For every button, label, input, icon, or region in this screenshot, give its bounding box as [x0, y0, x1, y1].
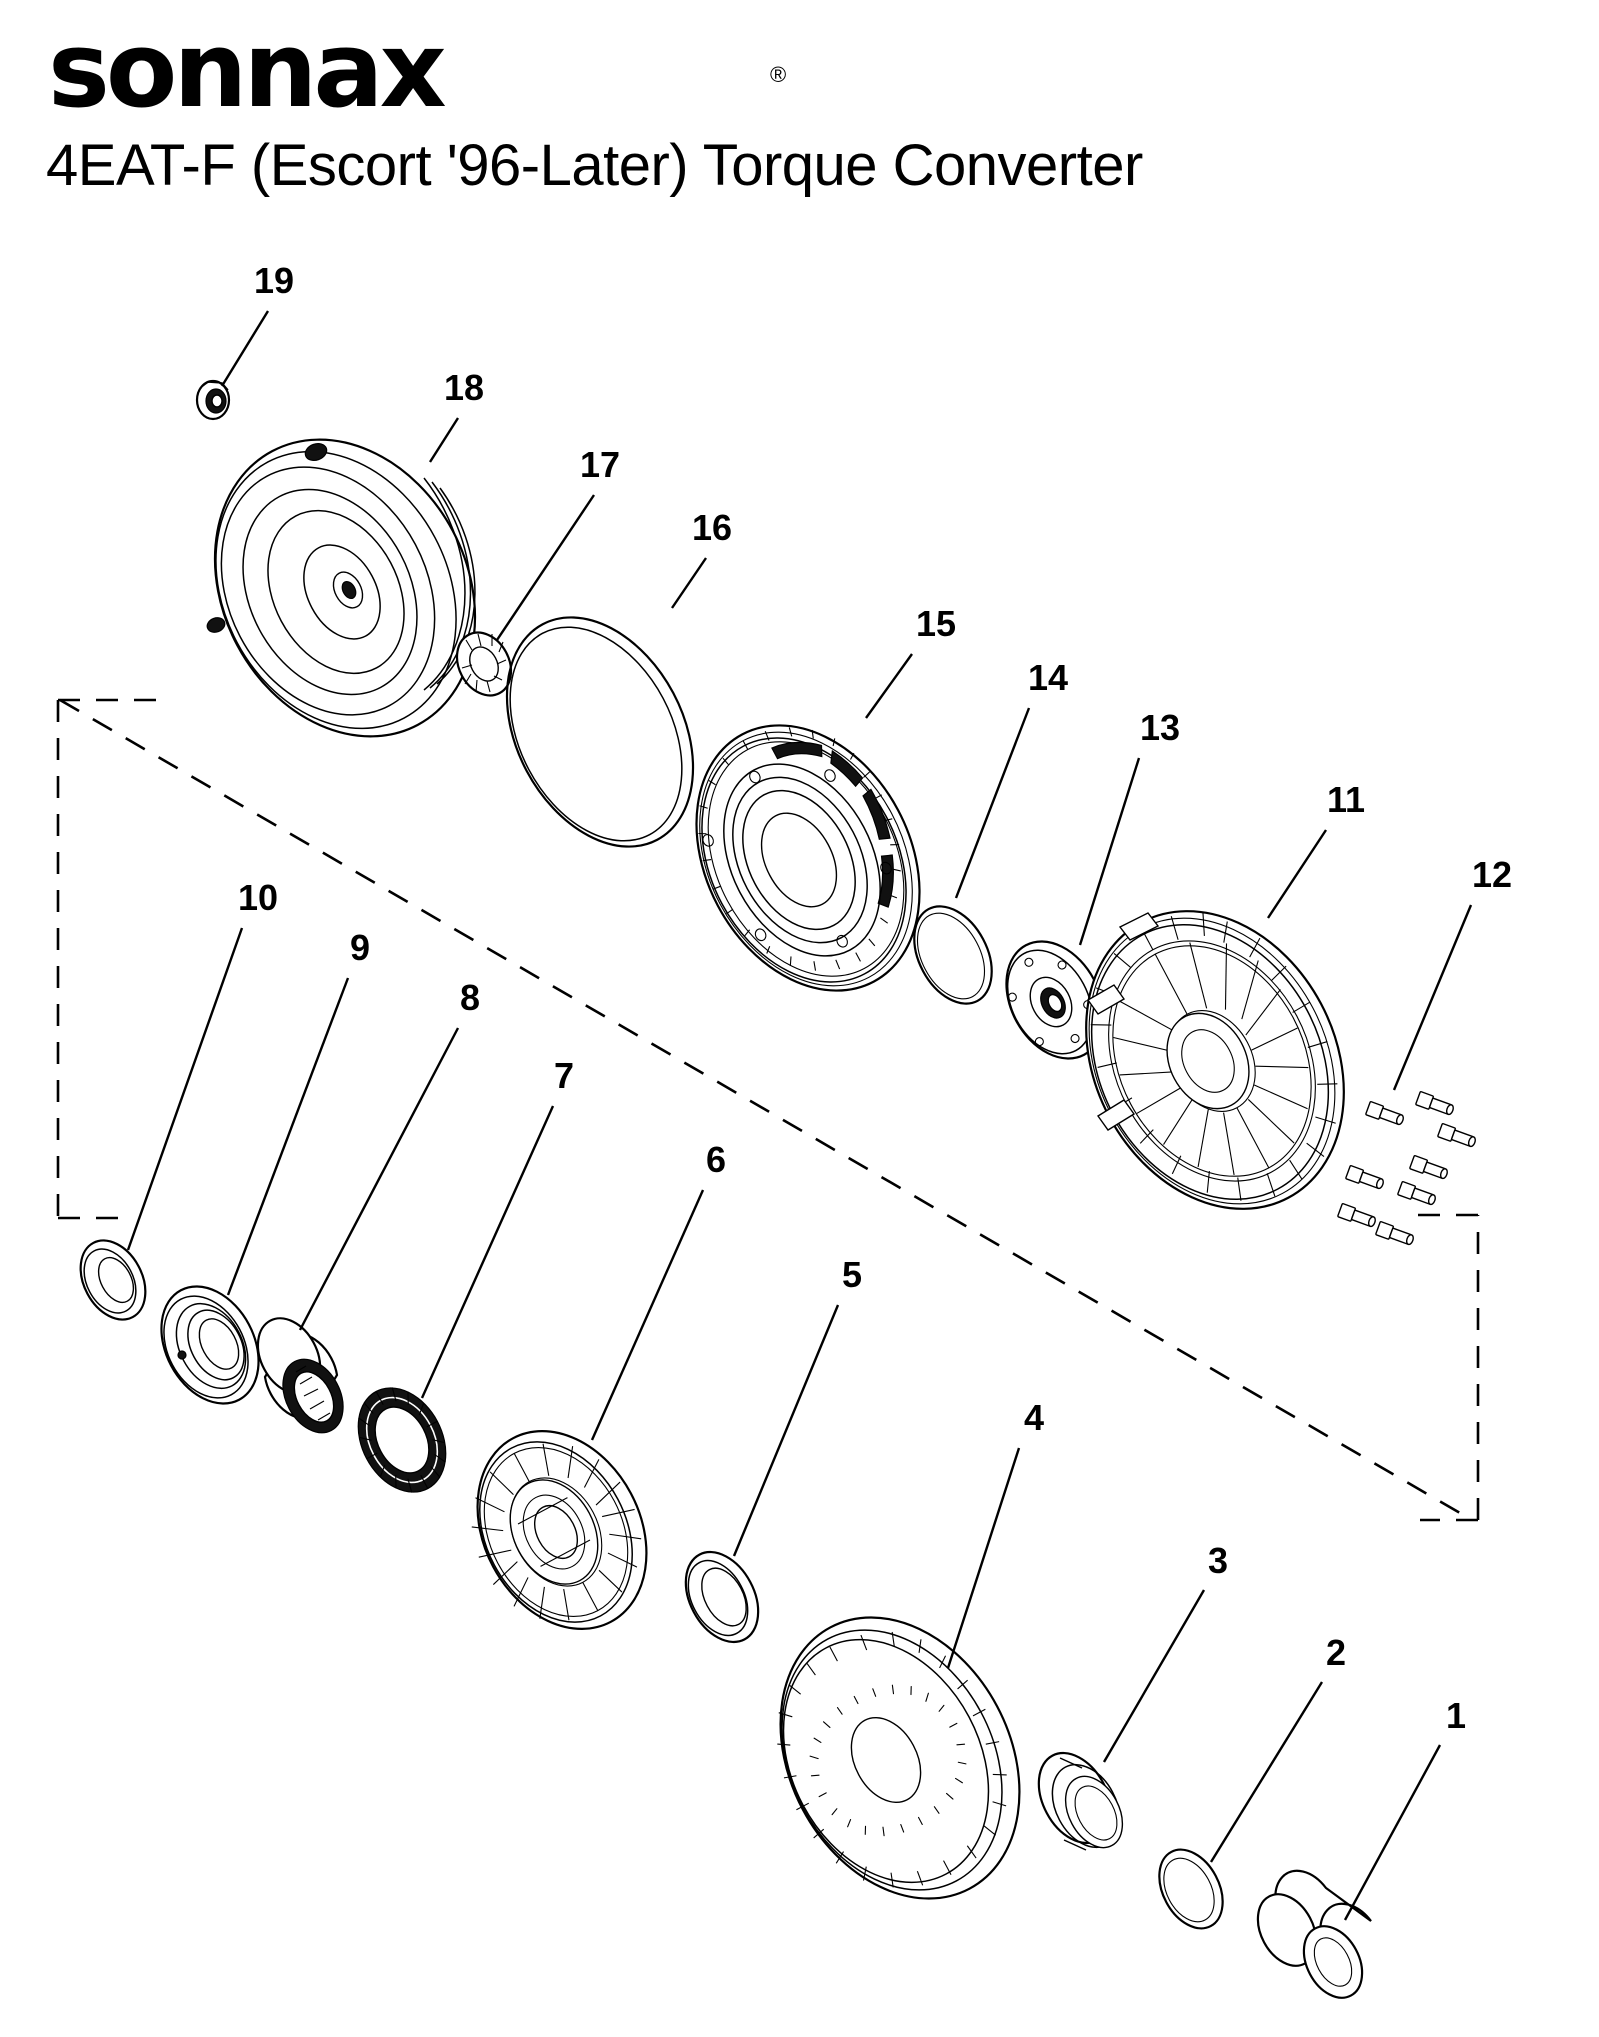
callout-8: 8: [460, 977, 480, 1018]
callout-5: 5: [842, 1254, 862, 1295]
callout-9: 9: [350, 927, 370, 968]
callout-4: 4: [1024, 1397, 1044, 1438]
leader-lines: [126, 310, 1473, 1921]
callout-17: 17: [580, 444, 620, 485]
part-17-snap-ring-bushing: [455, 631, 513, 697]
callout-2: 2: [1326, 1632, 1346, 1673]
part-19-drain-plug: [195, 379, 231, 421]
callout-18: 18: [444, 367, 484, 408]
part-8-needle-bearing: [256, 1317, 344, 1434]
part-12-bolt-set: [1337, 1091, 1476, 1246]
callout-13: 13: [1140, 707, 1180, 748]
callout-6: 6: [706, 1139, 726, 1180]
callout-1: 1: [1446, 1695, 1466, 1736]
callout-10: 10: [238, 877, 278, 918]
part-10-thrust-washer-small: [79, 1239, 147, 1321]
sonnax-logo: sonnax: [48, 9, 447, 131]
callout-3: 3: [1208, 1540, 1228, 1581]
part-14-o-ring-small: [913, 905, 993, 1005]
part-5-thrust-washer: [684, 1550, 760, 1644]
part-18-converter-cover: [206, 438, 477, 738]
group-bracket: [56, 698, 1480, 1522]
part-6-stator-assembly: [471, 1430, 648, 1630]
callout-numbers: 19 18 17 16 15 14 13 11 12 10 9 8 7 6 5 …: [238, 260, 1512, 1736]
callout-12: 12: [1472, 854, 1512, 895]
part-3-hub-ring: [1037, 1751, 1124, 1851]
part-7-roller-bearing-cage: [357, 1387, 447, 1493]
callout-16: 16: [692, 507, 732, 548]
part-13-turbine-hub: [1005, 940, 1105, 1060]
part-16-large-o-ring: [505, 616, 695, 848]
registered-trademark-icon: ®: [770, 62, 787, 87]
callout-19: 19: [254, 260, 294, 301]
callout-7: 7: [554, 1055, 574, 1096]
part-15-lockup-clutch-damper: [695, 724, 921, 992]
page-title: 4EAT-F (Escort '96-Later) Torque Convert…: [46, 133, 1143, 198]
callout-14: 14: [1028, 657, 1068, 698]
part-2-seal-ring: [1158, 1848, 1224, 1930]
part-11-turbine-assembly: [1085, 910, 1345, 1210]
part-4-impeller-cover: [777, 1616, 1021, 1900]
callout-15: 15: [916, 603, 956, 644]
part-1-bushing-cylinder: [1256, 1869, 1372, 1999]
part-9-thrust-bearing-race: [160, 1285, 260, 1405]
callout-11: 11: [1327, 779, 1365, 820]
